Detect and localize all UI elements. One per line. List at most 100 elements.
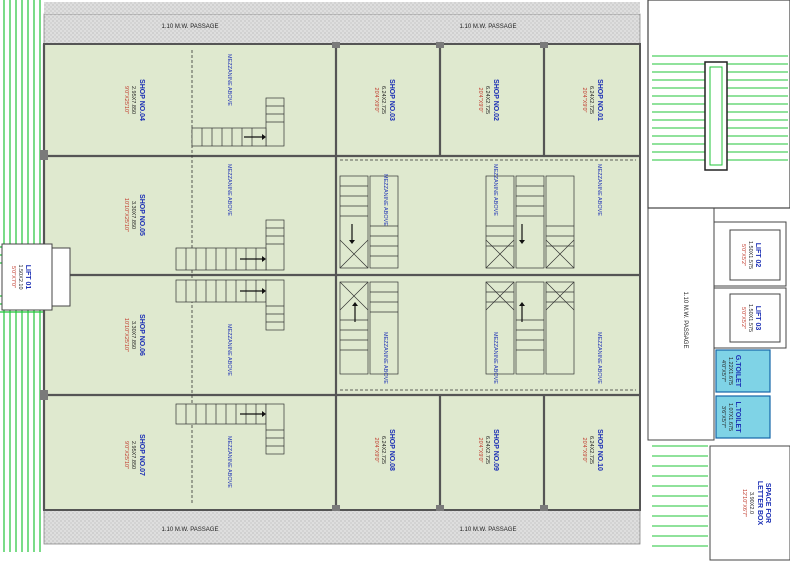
svg-text:10'10"X25'10": 10'10"X25'10" bbox=[123, 318, 129, 352]
mezzanine-label-05: MEZZANINE ABOVE bbox=[226, 164, 232, 216]
svg-text:3'6"X5'7": 3'6"X5'7" bbox=[720, 406, 726, 428]
stair-shop-07 bbox=[175, 403, 285, 455]
svg-text:3.90X2.0: 3.90X2.0 bbox=[748, 492, 754, 514]
svg-text:1.50X1.575: 1.50X1.575 bbox=[747, 241, 753, 269]
left-top-hatch bbox=[44, 2, 640, 14]
shop-06-label: SHOP NO.06 3.30X7.850 10'10"X25'10" bbox=[123, 314, 145, 356]
right-stair-block bbox=[647, 0, 790, 209]
shop-10-label: SHOP NO.10 6.24X2.725 20'4"X9'0" bbox=[581, 429, 603, 471]
mezzanine-label-08: MEZZANINE ABOVE bbox=[382, 332, 388, 384]
svg-text:LIFT 02: LIFT 02 bbox=[754, 243, 761, 268]
g-toilet-label: G.TOILET 1.22X1.675 4'0"X5'7" bbox=[720, 355, 741, 388]
svg-text:10'10"X25'10": 10'10"X25'10" bbox=[123, 198, 129, 232]
svg-text:6.24X2.725: 6.24X2.725 bbox=[484, 86, 490, 114]
svg-text:20'4"X9'0": 20'4"X9'0" bbox=[581, 438, 587, 463]
svg-text:12'10"X6'7": 12'10"X6'7" bbox=[741, 489, 747, 517]
svg-text:SHOP NO.03: SHOP NO.03 bbox=[388, 79, 395, 121]
svg-text:2.95X7.850: 2.95X7.850 bbox=[130, 441, 136, 469]
shop-04-label: SHOP NO.04 2.95X7.850 9'0"X25'10" bbox=[123, 79, 145, 121]
passage-top-left: 1.10 M.W. PASSAGE bbox=[162, 24, 219, 30]
mezzanine-label-09: MEZZANINE ABOVE bbox=[492, 332, 498, 384]
svg-text:6.24X2.725: 6.24X2.725 bbox=[484, 436, 490, 464]
mezzanine-label-06: MEZZANINE ABOVE bbox=[226, 324, 232, 376]
mezzanine-label-04: MEZZANINE ABOVE bbox=[226, 54, 232, 106]
shop-01-label: SHOP NO.01 6.24X2.725 20'4"X9'0" bbox=[581, 79, 603, 121]
svg-text:9'0"X25'10": 9'0"X25'10" bbox=[123, 86, 129, 114]
passage-right-vertical: 1.10 M.W. PASSAGE bbox=[682, 292, 688, 349]
lift-03-inner bbox=[729, 293, 781, 343]
svg-text:L.TOILET: L.TOILET bbox=[734, 402, 741, 434]
svg-text:6.24X2.725: 6.24X2.725 bbox=[380, 436, 386, 464]
svg-text:LIFT 03: LIFT 03 bbox=[754, 306, 761, 331]
passage-bottom-left: 1.10 M.W. PASSAGE bbox=[162, 527, 219, 533]
svg-text:20'4"X9'0": 20'4"X9'0" bbox=[373, 438, 379, 463]
svg-text:1.07X1.675: 1.07X1.675 bbox=[727, 403, 733, 431]
svg-text:5'0"X5'2": 5'0"X5'2" bbox=[740, 244, 746, 266]
svg-text:G.TOILET: G.TOILET bbox=[734, 355, 741, 388]
svg-text:20'4"X9'0": 20'4"X9'0" bbox=[373, 88, 379, 113]
svg-text:3.30X7.850: 3.30X7.850 bbox=[130, 201, 136, 229]
svg-text:SHOP NO.04: SHOP NO.04 bbox=[138, 79, 145, 121]
svg-text:SHOP NO.01: SHOP NO.01 bbox=[596, 79, 603, 121]
shop-05-label: SHOP NO.05 3.30X7.850 10'10"X25'10" bbox=[123, 194, 145, 236]
mezzanine-label-07: MEZZANINE ABOVE bbox=[226, 436, 232, 488]
svg-text:5'0"X5'2": 5'0"X5'2" bbox=[740, 307, 746, 329]
stair-shop-04 bbox=[191, 97, 285, 147]
shop-slab bbox=[43, 43, 641, 511]
svg-text:SHOP NO.09: SHOP NO.09 bbox=[492, 429, 499, 471]
lift-03-label: LIFT 03 1.50X1.575 5'0"X5'2" bbox=[740, 304, 761, 332]
mezzanine-label-01: MEZZANINE ABOVE bbox=[596, 164, 602, 216]
mezzanine-label-03: MEZZANINE ABOVE bbox=[382, 174, 388, 226]
shop-03-label: SHOP NO.03 6.24X2.725 20'4"X9'0" bbox=[373, 79, 395, 121]
svg-text:5'0"X7'0": 5'0"X7'0" bbox=[10, 266, 16, 288]
svg-text:1.50X2.10: 1.50X2.10 bbox=[17, 264, 23, 289]
passage-bottom-right: 1.10 M.W. PASSAGE bbox=[460, 527, 517, 533]
shop-08-label: SHOP NO.08 6.24X2.725 20'4"X9'0" bbox=[373, 429, 395, 471]
svg-text:20'4"X9'0": 20'4"X9'0" bbox=[581, 88, 587, 113]
lift-01-label: LIFT 01 1.50X2.10 5'0"X7'0" bbox=[10, 264, 31, 289]
mezzanine-dashed-lines bbox=[191, 50, 636, 505]
svg-text:1.50X1.575: 1.50X1.575 bbox=[747, 304, 753, 332]
svg-text:SPACE FOR: SPACE FOR bbox=[764, 483, 771, 523]
mezzanine-label-02: MEZZANINE ABOVE bbox=[492, 164, 498, 216]
svg-text:3.30X7.850: 3.30X7.850 bbox=[130, 321, 136, 349]
mezzanine-label-10: MEZZANINE ABOVE bbox=[596, 332, 602, 384]
svg-text:SHOP NO.07: SHOP NO.07 bbox=[138, 434, 145, 476]
svg-text:6.24X2.725: 6.24X2.725 bbox=[588, 86, 594, 114]
shop-07-label: SHOP NO.07 2.95X7.850 9'0"X25'10" bbox=[123, 434, 145, 476]
svg-text:6.24X2.725: 6.24X2.725 bbox=[380, 86, 386, 114]
svg-text:1.22X1.675: 1.22X1.675 bbox=[727, 357, 733, 385]
stair-shop-06 bbox=[175, 279, 285, 331]
svg-text:SHOP NO.05: SHOP NO.05 bbox=[138, 194, 145, 236]
svg-text:2.95X7.850: 2.95X7.850 bbox=[130, 86, 136, 114]
letter-box-area bbox=[709, 445, 790, 561]
top-passage bbox=[43, 13, 641, 45]
svg-text:9'0"X25'10": 9'0"X25'10" bbox=[123, 441, 129, 469]
svg-text:6.24X2.725: 6.24X2.725 bbox=[588, 436, 594, 464]
g-toilet-box bbox=[715, 349, 771, 393]
svg-text:20'4"X9'0": 20'4"X9'0" bbox=[477, 88, 483, 113]
svg-text:SHOP NO.02: SHOP NO.02 bbox=[492, 79, 499, 121]
interior-walls bbox=[42, 44, 640, 510]
bottom-passage bbox=[43, 509, 641, 545]
svg-text:4'0"X5'7": 4'0"X5'7" bbox=[720, 360, 726, 382]
stair-mid-left bbox=[339, 175, 399, 375]
l-toilet-label: L.TOILET 1.07X1.675 3'6"X5'7" bbox=[720, 402, 741, 434]
shop-02-label: SHOP NO.02 6.24X2.725 20'4"X9'0" bbox=[477, 79, 499, 121]
stair-mid-right bbox=[485, 175, 575, 375]
stair-shop-05 bbox=[175, 219, 285, 271]
svg-text:SHOP NO.08: SHOP NO.08 bbox=[388, 429, 395, 471]
l-toilet-box bbox=[715, 395, 771, 439]
passage-top-right: 1.10 M.W. PASSAGE bbox=[460, 24, 517, 30]
lift-01-box bbox=[1, 243, 71, 311]
lift-02-label: LIFT 02 1.50X1.575 5'0"X5'2" bbox=[740, 241, 761, 269]
svg-text:SHOP NO.06: SHOP NO.06 bbox=[138, 314, 145, 356]
letter-box-label: SPACE FOR LETTER BOX 3.90X2.0 12'10"X6'7… bbox=[741, 481, 771, 526]
svg-text:20'4"X9'0": 20'4"X9'0" bbox=[477, 438, 483, 463]
svg-text:LETTER BOX: LETTER BOX bbox=[756, 481, 763, 526]
lift-02-inner bbox=[729, 229, 781, 281]
right-bottom-green-lines bbox=[652, 445, 708, 547]
svg-text:SHOP NO.10: SHOP NO.10 bbox=[596, 429, 603, 471]
shop-09-label: SHOP NO.09 6.24X2.725 20'4"X9'0" bbox=[477, 429, 499, 471]
